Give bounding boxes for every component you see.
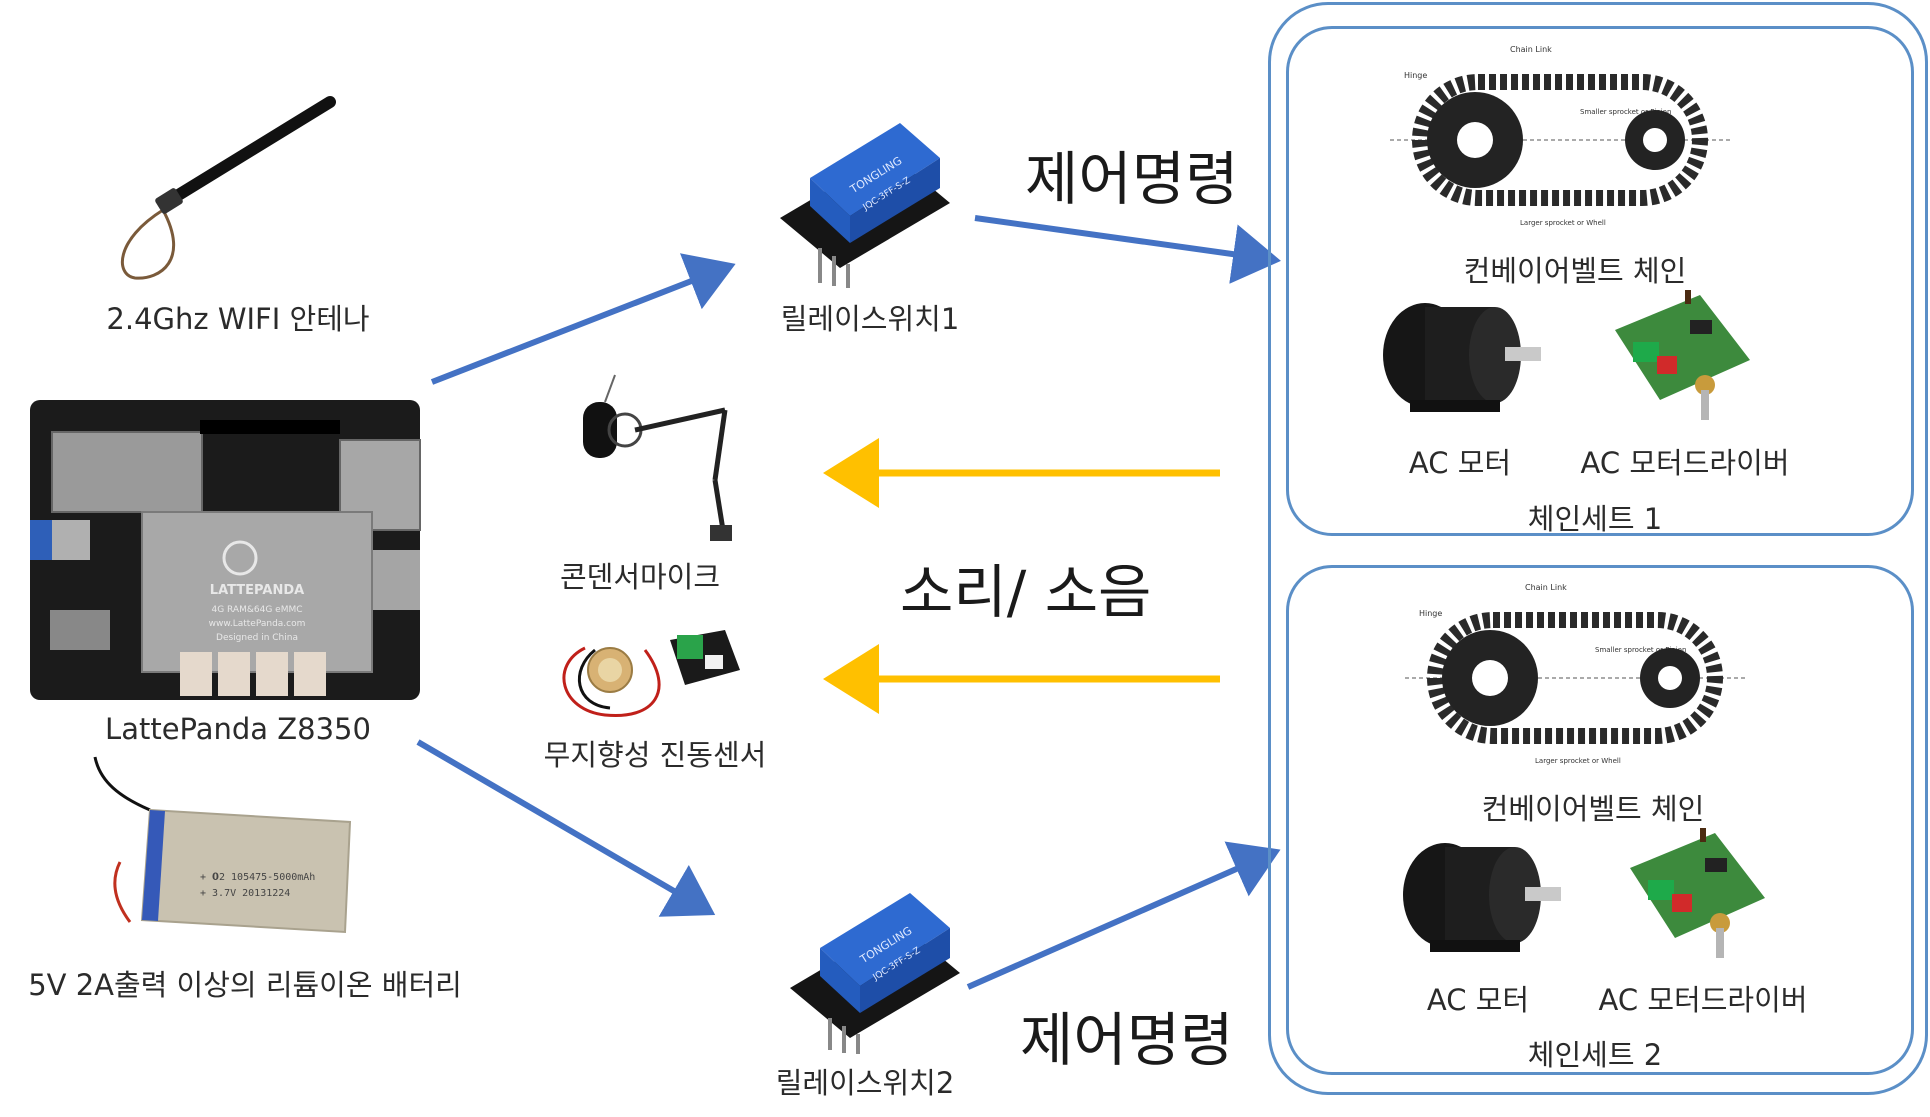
battery-label: 5V 2A출력 이상의 리튬이온 배터리 <box>28 968 462 1002</box>
vibration-sensor-label: 무지향성 진동센서 <box>543 738 767 772</box>
control-command-label-2: 제어명령 <box>1020 1006 1234 1074</box>
relay-switch-2-image: TONGLING JQC-3FF-S-Z <box>790 893 960 1054</box>
arrow-board-to-relay2 <box>416 739 716 917</box>
arrow-relay1-to-chainset1 <box>974 215 1281 284</box>
svg-text:www.LattePanda.com: www.LattePanda.com <box>209 619 306 629</box>
lattepanda-board-image: LATTEPANDA 4G RAM&64G eMMC www.LattePand… <box>30 400 421 700</box>
ac-motor-driver-1-image <box>1615 290 1750 420</box>
ac-motor-2-image <box>1403 843 1561 952</box>
relay-switch-1-label: 릴레이스위치1 <box>780 302 960 336</box>
chain-diagram-2: Chain Link Hinge Smaller sprocket or Pin… <box>1405 583 1745 765</box>
condenser-mic-label: 콘덴서마이크 <box>559 560 721 594</box>
chain-diagram-1: Chain Link Hinge Smaller sprocket or Pin… <box>1390 45 1730 227</box>
chain-set-2-conveyor-label: 컨베이어벨트 체인 <box>1481 792 1705 826</box>
chain-set-2-title: 체인세트 2 <box>1527 1038 1663 1072</box>
chain-set-1-conveyor-label: 컨베이어벨트 체인 <box>1463 254 1687 288</box>
ac-motor-driver-2-label: AC 모터드라이버 <box>1598 983 1808 1017</box>
svg-text:Chain Link: Chain Link <box>1510 45 1552 54</box>
battery-image: + 𝟬2 105475-5000mAh + 3.7V 20131224 <box>93 756 352 934</box>
control-command-label-1: 제어명령 <box>1025 145 1239 213</box>
ac-motor-1-label: AC 모터 <box>1408 446 1512 480</box>
chain-set-1-box <box>1286 26 1914 536</box>
board-label: LattePanda Z8350 <box>105 712 371 746</box>
svg-text:+ 𝟬2 105475-5000mAh: + 𝟬2 105475-5000mAh <box>200 872 315 883</box>
svg-text:+ 3.7V 20131224: + 3.7V 20131224 <box>200 888 290 899</box>
ac-motor-1-image <box>1383 303 1541 412</box>
chain-sets-outer-box <box>1268 2 1928 1095</box>
ac-motor-driver-2-image <box>1630 828 1765 958</box>
svg-text:Smaller sprocket or Pinion: Smaller sprocket or Pinion <box>1595 646 1686 654</box>
svg-text:Larger sprocket or Whell: Larger sprocket or Whell <box>1520 219 1606 227</box>
vibration-sensor-image <box>562 630 740 718</box>
antenna-image <box>120 96 336 280</box>
relay-switch-2-label: 릴레이스위치2 <box>775 1066 955 1100</box>
svg-text:Larger sprocket or Whell: Larger sprocket or Whell <box>1535 757 1621 765</box>
svg-text:Designed in China: Designed in China <box>216 633 298 643</box>
ac-motor-driver-1-label: AC 모터드라이버 <box>1580 446 1790 480</box>
chain-set-2-box <box>1286 565 1914 1075</box>
svg-text:Chain Link: Chain Link <box>1525 583 1567 592</box>
svg-text:4G RAM&64G eMMC: 4G RAM&64G eMMC <box>211 605 302 615</box>
arrow-board-to-relay1 <box>430 253 736 385</box>
svg-text:Hinge: Hinge <box>1419 609 1442 618</box>
svg-text:Smaller sprocket or Pinion: Smaller sprocket or Pinion <box>1580 108 1671 116</box>
antenna-label: 2.4Ghz WIFI 안테나 <box>106 302 370 336</box>
relay-switch-1-image: TONGLING JQC-3FF-S-Z <box>780 123 950 288</box>
chain-set-1-title: 체인세트 1 <box>1527 502 1663 536</box>
condenser-mic-image <box>583 374 732 541</box>
svg-text:LATTEPANDA: LATTEPANDA <box>210 583 304 598</box>
arrow-relay2-to-chainset2 <box>966 841 1281 990</box>
sound-noise-label: 소리/ 소음 <box>900 558 1152 626</box>
ac-motor-2-label: AC 모터 <box>1426 983 1530 1017</box>
svg-text:Hinge: Hinge <box>1404 71 1427 80</box>
